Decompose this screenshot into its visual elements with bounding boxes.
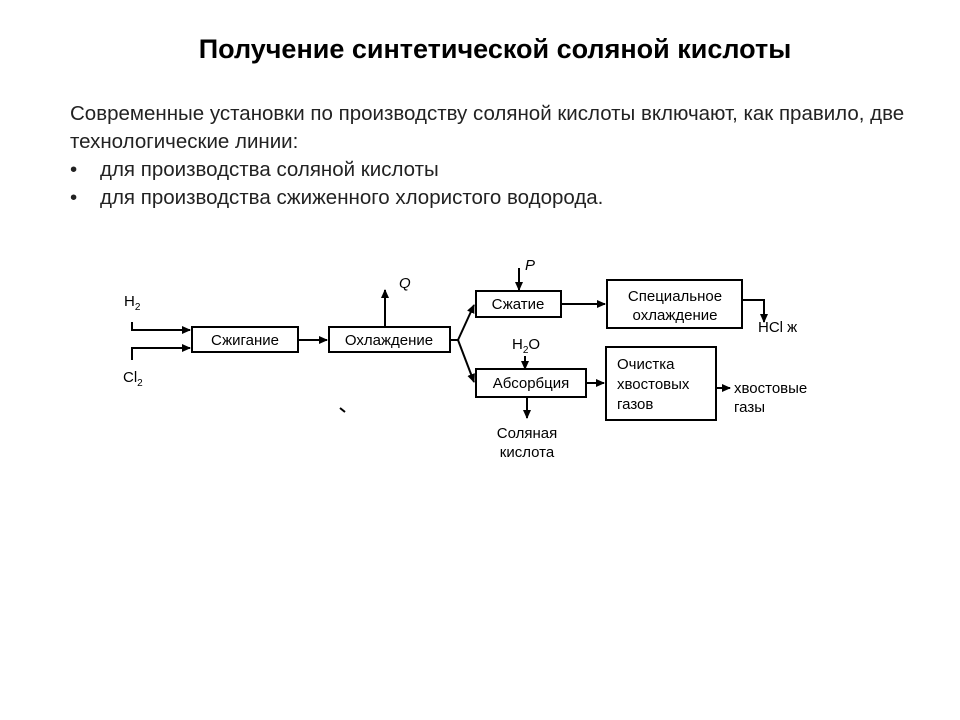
bullet-item: для производства соляной кислоты bbox=[70, 156, 603, 184]
absorption-block bbox=[475, 368, 587, 398]
tail-gas-label: газы bbox=[734, 399, 765, 416]
h2-label: H2 bbox=[124, 293, 141, 313]
pressure-label: P bbox=[525, 257, 535, 274]
cooling-block bbox=[328, 326, 451, 353]
purification-label: Очистка bbox=[617, 356, 675, 373]
h2-inlet-line bbox=[131, 322, 191, 334]
branch-to-absorption-arrow bbox=[457, 339, 475, 383]
compression-block bbox=[475, 290, 562, 318]
hcl-product-label: HCl ж bbox=[758, 319, 797, 336]
scan-speck bbox=[339, 407, 346, 413]
special-cooling-label: охлаждение bbox=[633, 307, 718, 324]
tail-gas-label: хвостовые bbox=[734, 380, 807, 397]
slide-title: Получение синтетической соляной кислоты bbox=[198, 34, 792, 64]
hcl-outlet-arrow bbox=[742, 299, 768, 323]
water-label: H2O bbox=[512, 336, 540, 356]
purification-block bbox=[605, 346, 717, 421]
intro-paragraph: Современные установки по производству со… bbox=[70, 102, 905, 153]
acid-product-label: Соляная bbox=[497, 425, 557, 442]
compression-label: Сжатие bbox=[492, 296, 545, 313]
purification-label: газов bbox=[617, 396, 653, 413]
bullet-item: для производства сжиженного хлористого в… bbox=[70, 184, 603, 212]
branch-to-compression-arrow bbox=[457, 304, 475, 341]
acid-product-label: кислота bbox=[500, 444, 555, 461]
bullet-list: для производства соляной кислоты для про… bbox=[70, 156, 603, 212]
special-cooling-label: Специальное bbox=[628, 288, 722, 305]
cl2-inlet-line bbox=[131, 344, 191, 360]
combustion-block bbox=[191, 326, 299, 353]
heat-label: Q bbox=[399, 275, 411, 292]
cl2-label: Cl2 bbox=[123, 369, 143, 389]
cooling-label: Охлаждение bbox=[345, 332, 433, 349]
special-cooling-block bbox=[606, 279, 743, 329]
purification-label: хвостовых bbox=[617, 376, 690, 393]
combustion-label: Сжигание bbox=[211, 332, 279, 349]
absorption-label: Абсорбция bbox=[493, 375, 569, 392]
